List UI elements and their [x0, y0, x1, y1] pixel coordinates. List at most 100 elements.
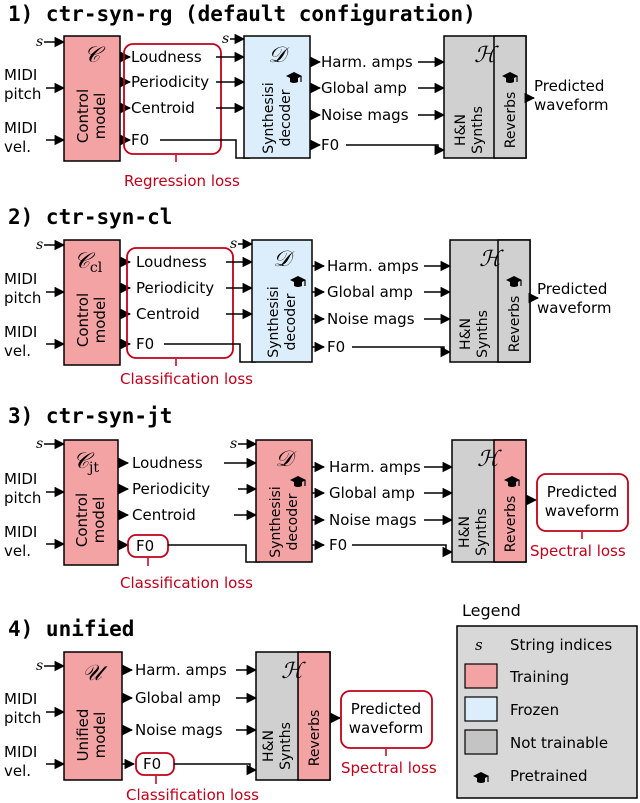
output-f0-4: F0 [143, 755, 161, 773]
output-harm-amps-3: Harm. amps [329, 458, 421, 476]
legend-training-swatch [464, 663, 498, 689]
synth-label-2: H&NSynths [458, 310, 491, 358]
classification-loss-box-2 [126, 247, 234, 359]
reverb-box-2 [497, 239, 531, 363]
synth-label-3: H&NSynths [457, 508, 490, 556]
output-noise-mags-1: Noise mags [321, 106, 409, 124]
output-harm-amps-1: Harm. amps [321, 53, 413, 71]
synth-label-1: H&NSynths [453, 106, 486, 154]
spectral-loss-box-3 [536, 473, 629, 532]
classification-loss-box-3 [127, 534, 169, 558]
feature-periodicity-1: Periodicity [131, 73, 209, 91]
legend-frozen: Frozen [510, 701, 559, 719]
synth-glyph-1: ℋ [474, 43, 499, 68]
feature-centroid-3: Centroid [132, 506, 196, 524]
legend-title: Legend [462, 601, 521, 620]
reverb-box-1 [493, 35, 527, 159]
control-model-label-2: Controlmodel [74, 293, 109, 347]
control-model-label-3: Controlmodel [73, 493, 108, 547]
section-3-title: 3) ctr-syn-jt [8, 404, 172, 428]
synth-label-4: H&NSynths [261, 722, 294, 770]
output-global-amp-4: Global amp [135, 689, 221, 707]
output-noise-mags-4: Noise mags [135, 721, 223, 739]
section-4-title: 4) unified [8, 617, 134, 641]
decoder-glyph-1: 𝒟 [268, 43, 290, 68]
regression-loss-box [123, 43, 222, 155]
classification-loss-label-3: Classification loss [120, 574, 253, 592]
decoder-box-3 [255, 439, 313, 563]
output-f0-1: F0 [321, 136, 339, 154]
output-noise-mags-3: Noise mags [329, 511, 417, 529]
legend-training: Training [509, 668, 569, 686]
control-model-label-1: Controlmodel [74, 89, 109, 143]
string-indices-input: s [36, 658, 43, 674]
s-input-decoder-1: s [222, 31, 229, 47]
decoder-glyph-3: 𝒟 [275, 447, 297, 472]
decoder-glyph-2: 𝒟 [273, 247, 295, 272]
string-indices-input: s [36, 34, 43, 50]
reverb-label-4: Reverbs [307, 710, 323, 767]
unified-model-label: Unifiedmodel [74, 709, 109, 762]
feature-f0-2: F0 [136, 335, 154, 353]
legend-frozen-swatch [464, 696, 498, 722]
section-1: 1) ctr-syn-rg (default configuration) s … [4, 2, 609, 190]
feature-periodicity-2: Periodicity [136, 279, 214, 297]
feature-loudness-3: Loudness [132, 454, 203, 472]
section-2-title: 2) ctr-syn-cl [8, 205, 172, 229]
spectral-loss-box-4 [340, 690, 433, 749]
feature-periodicity-3: Periodicity [132, 480, 210, 498]
reverb-label-3: Reverbs [503, 496, 519, 553]
feature-loudness-2: Loudness [136, 253, 207, 271]
decoder-label-3: Synthesisidecoder [268, 486, 301, 557]
reverb-box-3 [493, 439, 527, 563]
synth-glyph-2: ℋ [479, 247, 504, 272]
output-global-amp-2: Global amp [327, 283, 413, 301]
feature-f0-1: F0 [131, 131, 149, 149]
spectral-loss-label-3: Spectral loss [530, 542, 626, 560]
decoder-box-1 [243, 35, 311, 159]
decoder-box-2 [251, 239, 313, 363]
feature-f0-3: F0 [136, 537, 154, 555]
output-f0-2: F0 [327, 338, 345, 356]
output-global-amp-3: Global amp [329, 484, 415, 502]
feature-loudness-1: Loudness [131, 48, 202, 66]
synth-glyph-4: ℋ [281, 659, 306, 684]
output-noise-mags-2: Noise mags [327, 310, 415, 328]
regression-loss-label: Regression loss [124, 172, 240, 190]
output-global-amp-1: Global amp [321, 79, 407, 97]
legend-not-trainable-swatch [464, 729, 498, 755]
string-indices-input: s [36, 237, 43, 253]
s-input-decoder-2: s [230, 236, 237, 252]
control-model-box-1 [63, 35, 121, 162]
reverb-label-2: Reverbs [507, 296, 523, 353]
output-harm-amps-4: Harm. amps [135, 661, 227, 679]
reverb-label-1: Reverbs [503, 92, 519, 149]
string-indices-input: s [36, 436, 43, 452]
classification-loss-label-4: Classification loss [126, 786, 259, 803]
legend-string-indices: String indices [510, 636, 612, 654]
classification-loss-label-2: Classification loss [120, 370, 253, 388]
decoder-label-2: Synthesisidecoder [266, 286, 299, 357]
synth-glyph-3: ℋ [477, 447, 502, 472]
feature-centroid-1: Centroid [131, 99, 195, 117]
legend-string-glyph: s [475, 636, 483, 654]
reverb-box-4 [297, 651, 331, 781]
decoder-label-1: Synthesisidecoder [261, 82, 294, 153]
legend-not-trainable: Not trainable [510, 734, 608, 752]
